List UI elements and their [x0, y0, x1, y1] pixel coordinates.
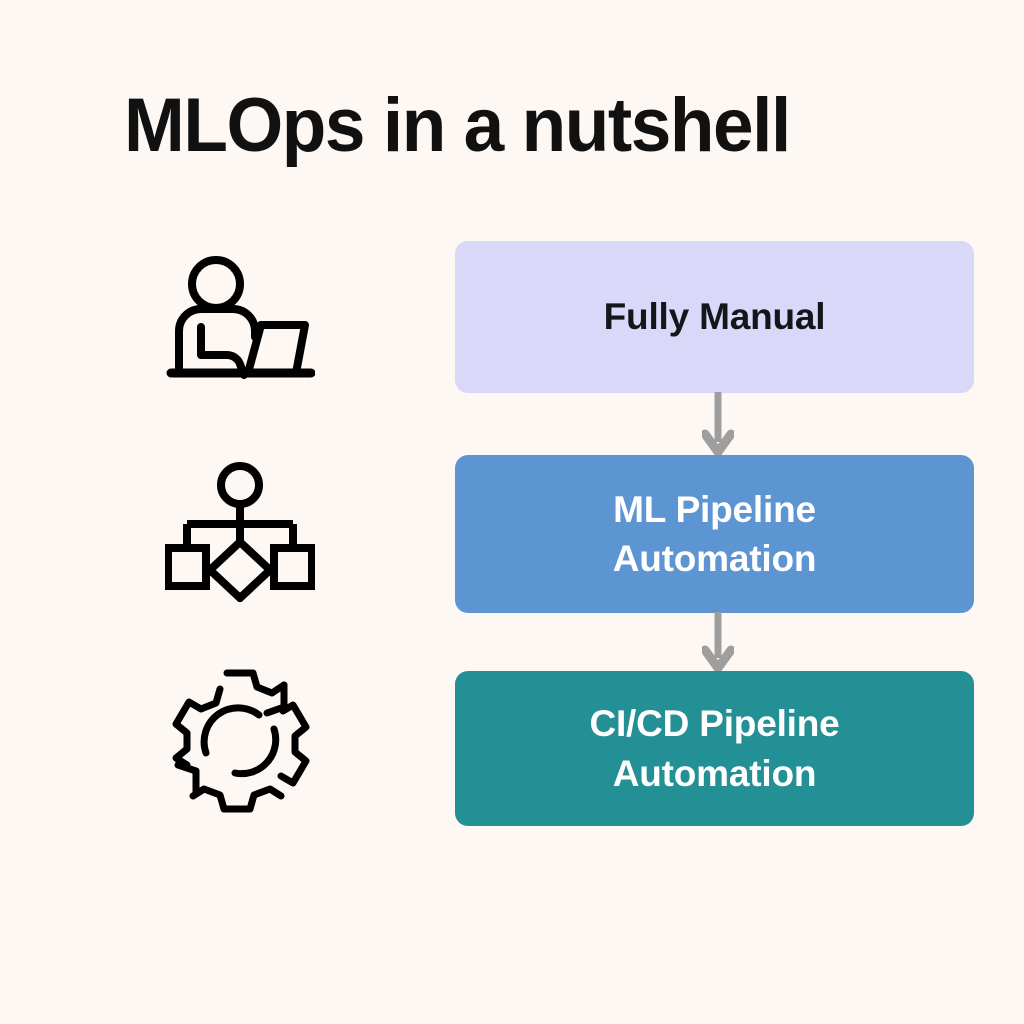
flowchart-icon	[165, 462, 315, 602]
stage-label-ml-pipeline-automation: ML Pipeline Automation	[612, 488, 817, 579]
gear-refresh-icon	[165, 665, 315, 815]
person-at-laptop-icon	[165, 255, 315, 385]
stage-box-cicd-pipeline-automation[interactable]: CI/CD Pipeline Automation	[455, 671, 974, 826]
stage-label-fully-manual: Fully Manual	[603, 296, 826, 338]
connector-arrow-1	[700, 392, 736, 457]
connector-arrow-2	[700, 612, 736, 673]
page-title: MLOps in a nutshell	[124, 83, 791, 168]
icon-cell-ml-pipeline	[160, 452, 320, 612]
icon-cell-fully-manual	[160, 240, 320, 400]
stage-box-fully-manual[interactable]: Fully Manual	[455, 241, 974, 393]
stage-label-cicd-pipeline-automation: CI/CD Pipeline Automation	[589, 703, 840, 794]
icon-cell-cicd-pipeline	[160, 660, 320, 820]
stage-box-ml-pipeline-automation[interactable]: ML Pipeline Automation	[455, 455, 974, 613]
